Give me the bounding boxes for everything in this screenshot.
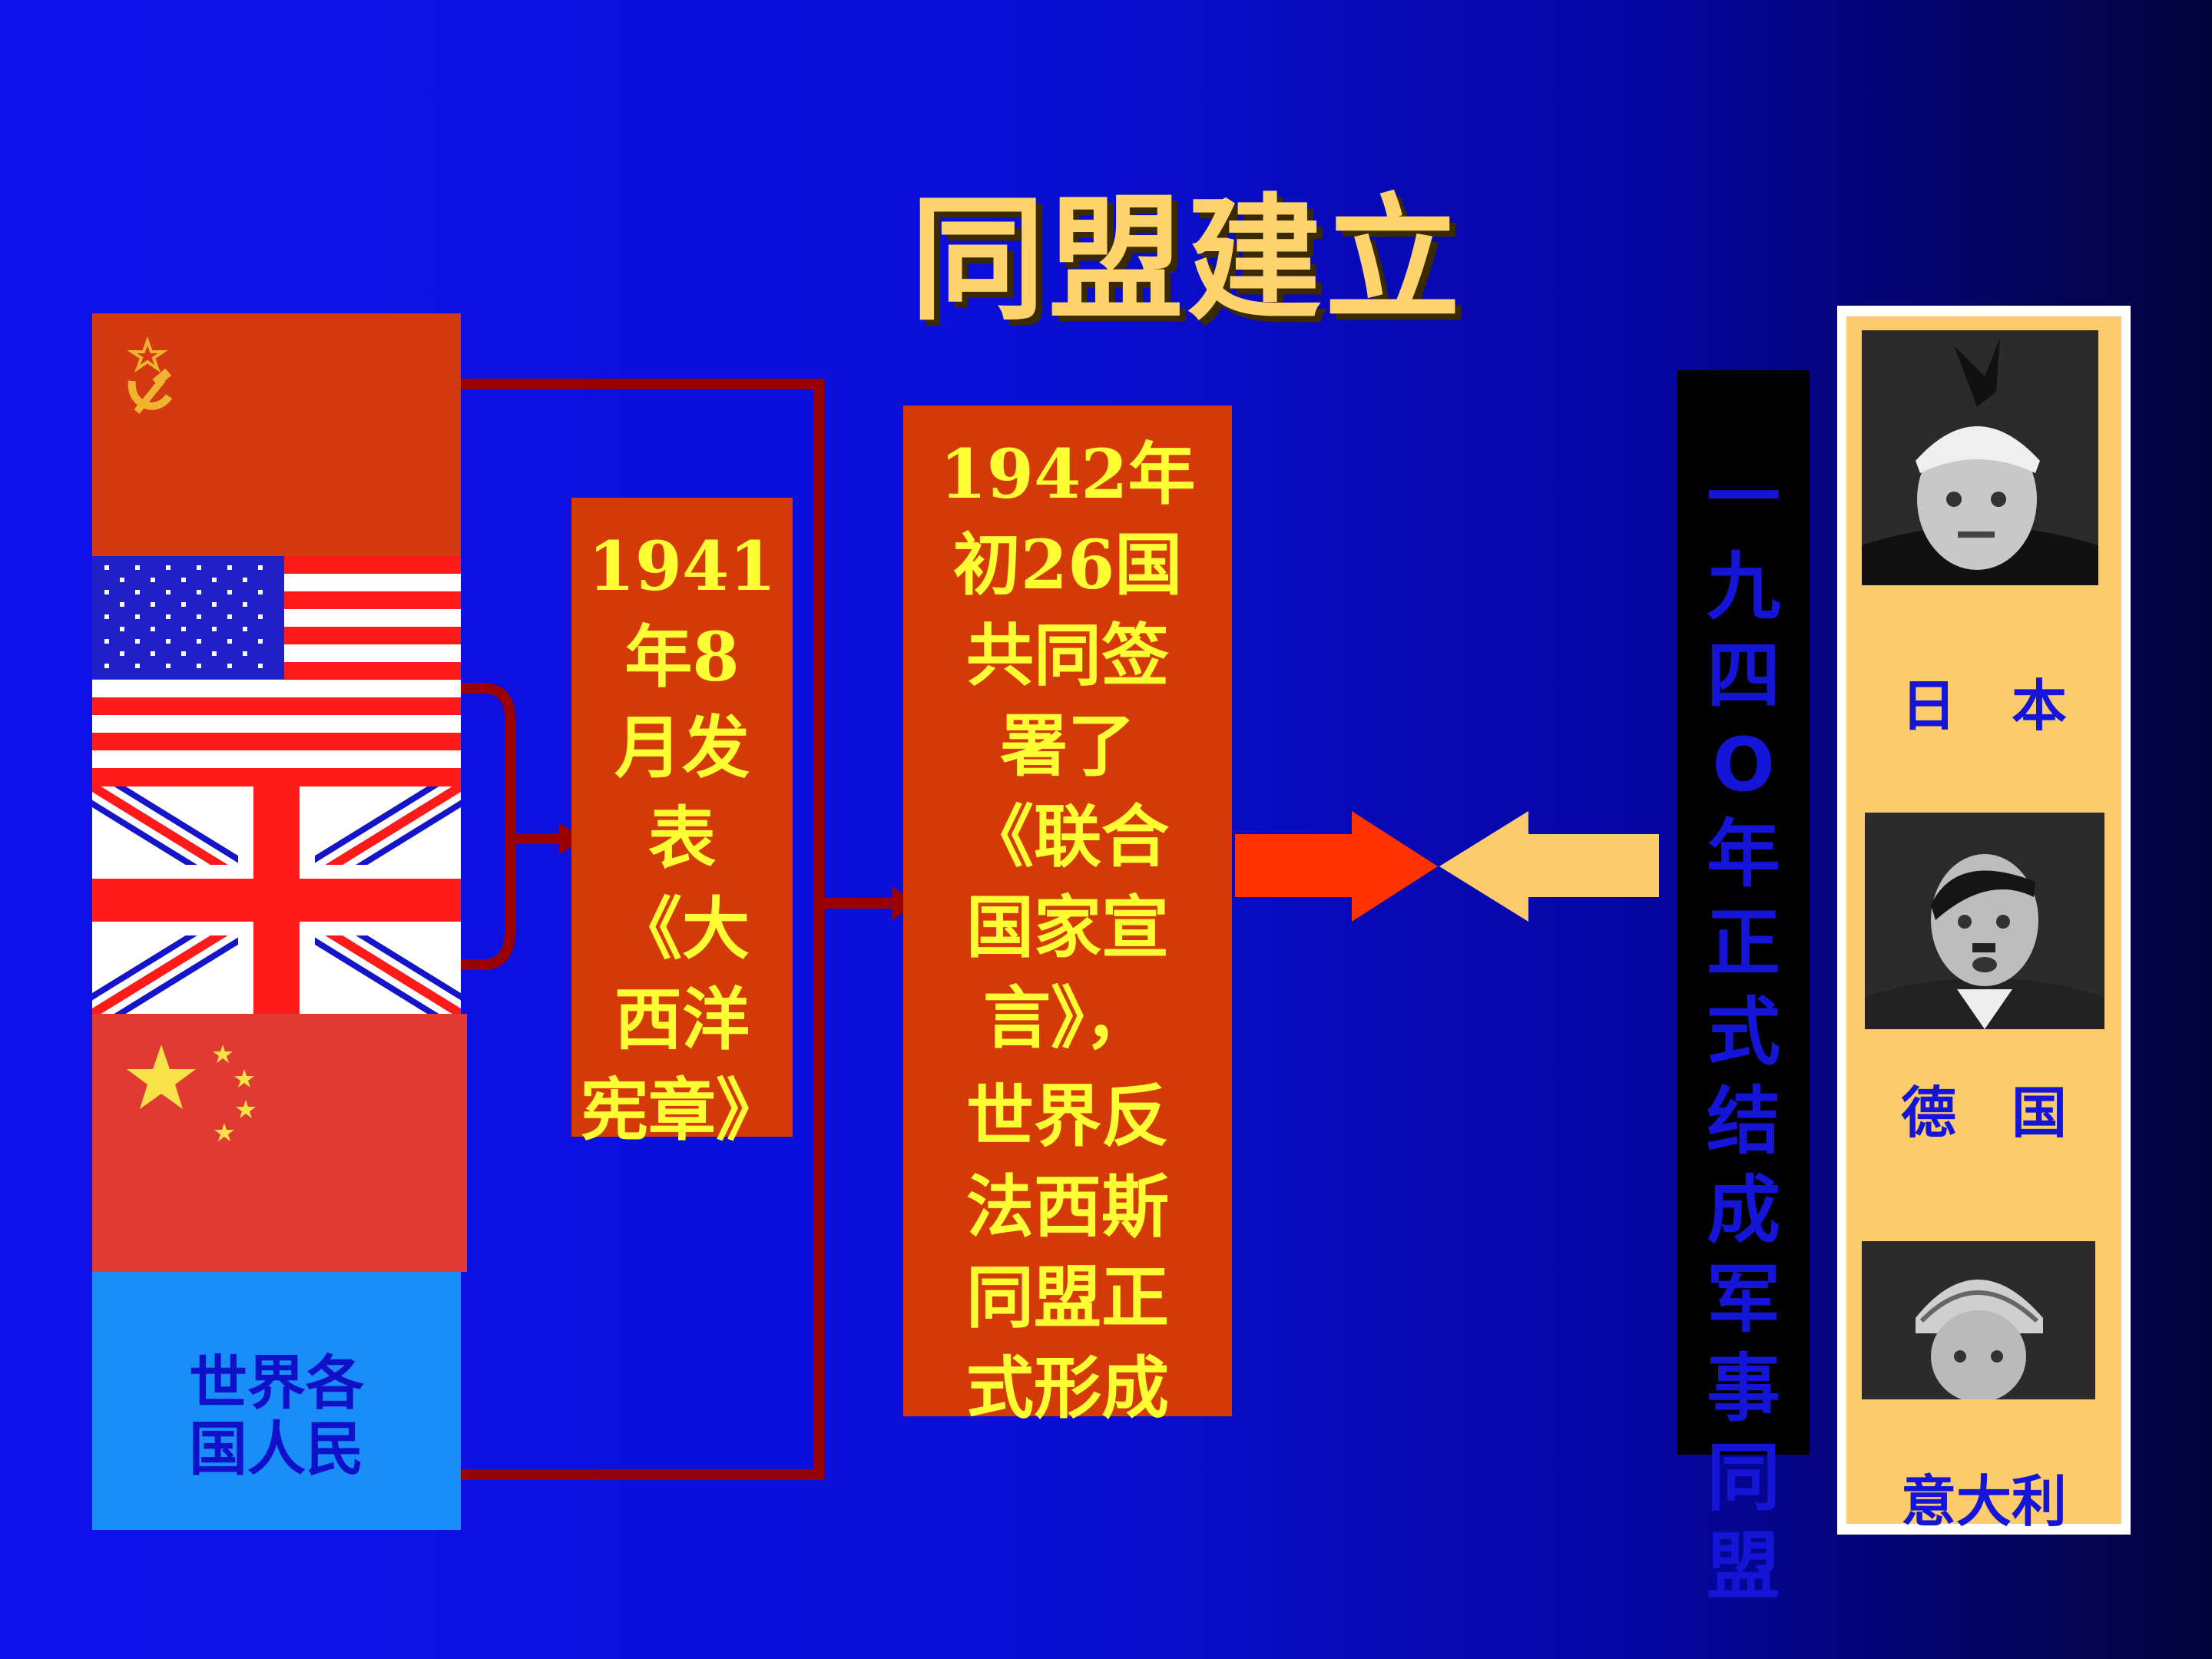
italy-label: 意大利 — [1846, 1456, 2121, 1537]
japan-leader-portrait — [1862, 330, 2098, 585]
alliance-formed-text: 世界反 法西斯 同盟正 式形成 — [903, 1071, 1232, 1433]
germany-label: 德 国 — [1846, 1068, 2121, 1148]
ally-opposition-arrow-icon — [1235, 811, 1438, 922]
un-declaration-box: 1942年 初26国 共同签 署了 《联合 国家宣 言》， 世界反 法西斯 同盟… — [903, 406, 1232, 1416]
atlantic-charter-box: 1941 年8 月发 表 《大 西洋 宪章》 — [571, 498, 793, 1137]
germany-leader-portrait — [1865, 813, 2104, 1029]
axis-caption-text: 一九四O年正式结成军事同盟 — [1705, 453, 1782, 1611]
un-declaration-text: 1942年 初26国 共同签 署了 《联合 国家宣 言》， — [903, 429, 1232, 1063]
italy-leader-portrait — [1862, 1241, 2095, 1399]
atlantic-charter-text: 1941 年8 月发 表 《大 西洋 宪章》 — [581, 526, 783, 1150]
japan-label: 日 本 — [1846, 661, 2121, 741]
axis-opposition-arrow-icon — [1439, 811, 1659, 922]
